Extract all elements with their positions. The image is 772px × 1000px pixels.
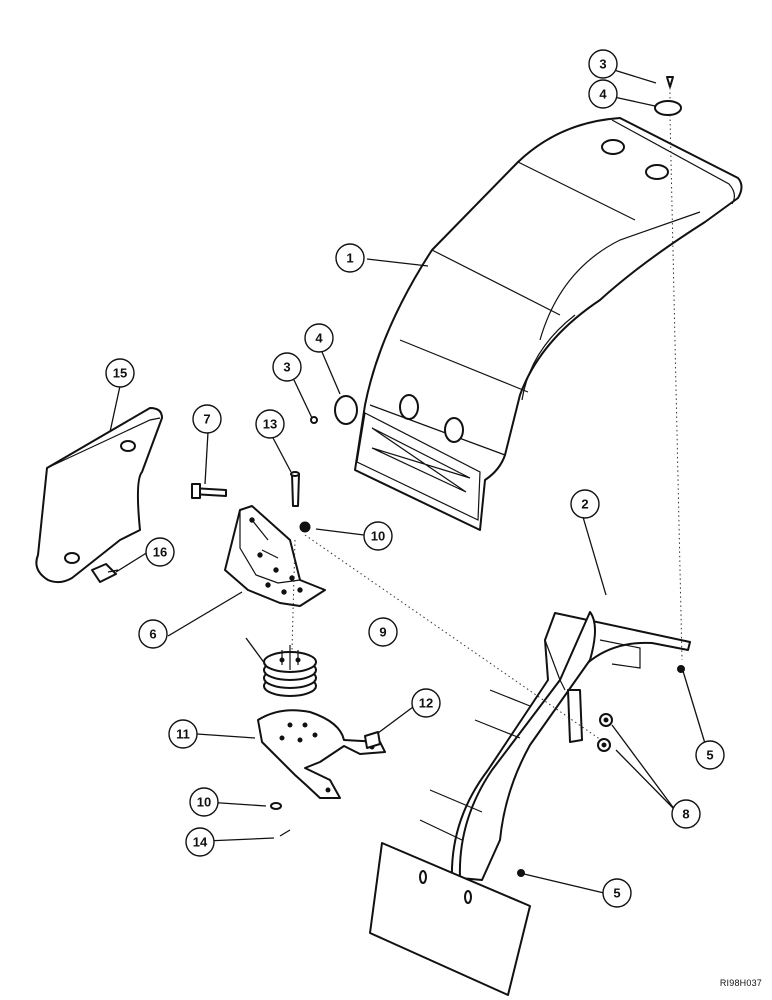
callout-7: 7	[192, 404, 222, 434]
callout-11-label: 11	[176, 727, 190, 742]
callout-10-top-label: 10	[371, 529, 385, 544]
callout-9: 9	[368, 617, 398, 647]
callout-1-label: 1	[346, 251, 353, 266]
callout-5-bottom: 5	[602, 878, 632, 908]
callout-10-top: 10	[363, 521, 393, 551]
assembly-lines	[291, 88, 683, 743]
callout-2-label: 2	[581, 497, 588, 512]
callout-5-bottom-label: 5	[613, 886, 620, 901]
callout-16: 16	[145, 537, 175, 567]
callout-15: 15	[105, 358, 135, 388]
callout-3-top: 3	[588, 49, 618, 79]
plug-and-screw-parts	[310, 76, 682, 425]
callout-16-label: 16	[153, 545, 167, 560]
pin-13-part	[290, 471, 300, 507]
washer-10-part	[270, 802, 282, 810]
callout-14-label: 14	[193, 835, 208, 850]
callout-15-label: 15	[113, 366, 127, 381]
seat-mount-part	[257, 709, 386, 799]
leader-lines	[109, 69, 708, 894]
callout-10-bottom-label: 10	[197, 795, 211, 810]
cover-plate-part	[35, 407, 163, 584]
callout-3-mid-label: 3	[283, 360, 290, 375]
screw-16-part	[91, 563, 119, 583]
callout-3-mid: 3	[272, 352, 302, 382]
bolt-7-part	[191, 483, 227, 499]
callout-4-mid-label: 4	[315, 331, 323, 346]
callout-2: 2	[570, 489, 600, 519]
callout-5-right: 5	[695, 740, 725, 770]
reference-code: RI98H037	[719, 978, 762, 988]
callout-5-right-label: 5	[706, 748, 713, 763]
callout-10-bottom: 10	[189, 787, 219, 817]
callout-1: 1	[335, 243, 365, 273]
callout-6-label: 6	[149, 627, 156, 642]
callout-13-label: 13	[263, 417, 277, 432]
seat-bracket-part	[224, 505, 326, 607]
callout-4-mid: 4	[304, 323, 334, 353]
callout-12-label: 12	[419, 696, 433, 711]
callout-9-label: 9	[379, 625, 386, 640]
fender-part	[354, 117, 743, 531]
callout-6: 6	[138, 619, 168, 649]
nut-10-part	[299, 521, 311, 533]
cotter-pin-14-part	[279, 829, 291, 837]
callout-11: 11	[168, 719, 198, 749]
isolator-9-part	[263, 645, 317, 697]
callout-14: 14	[185, 827, 215, 857]
callout-8: 8	[671, 799, 701, 829]
bolt-12-part	[364, 731, 381, 749]
callout-4-top-label: 4	[599, 87, 607, 102]
callout-7-label: 7	[203, 412, 210, 427]
callout-13: 13	[255, 409, 285, 439]
callout-4-top: 4	[588, 79, 618, 109]
nut-5-part	[517, 665, 685, 877]
fender-bracket-part	[369, 611, 691, 996]
nuts-8-part	[597, 713, 613, 752]
callout-12: 12	[411, 688, 441, 718]
callout-3-top-label: 3	[599, 57, 606, 72]
callout-8-label: 8	[682, 807, 689, 822]
